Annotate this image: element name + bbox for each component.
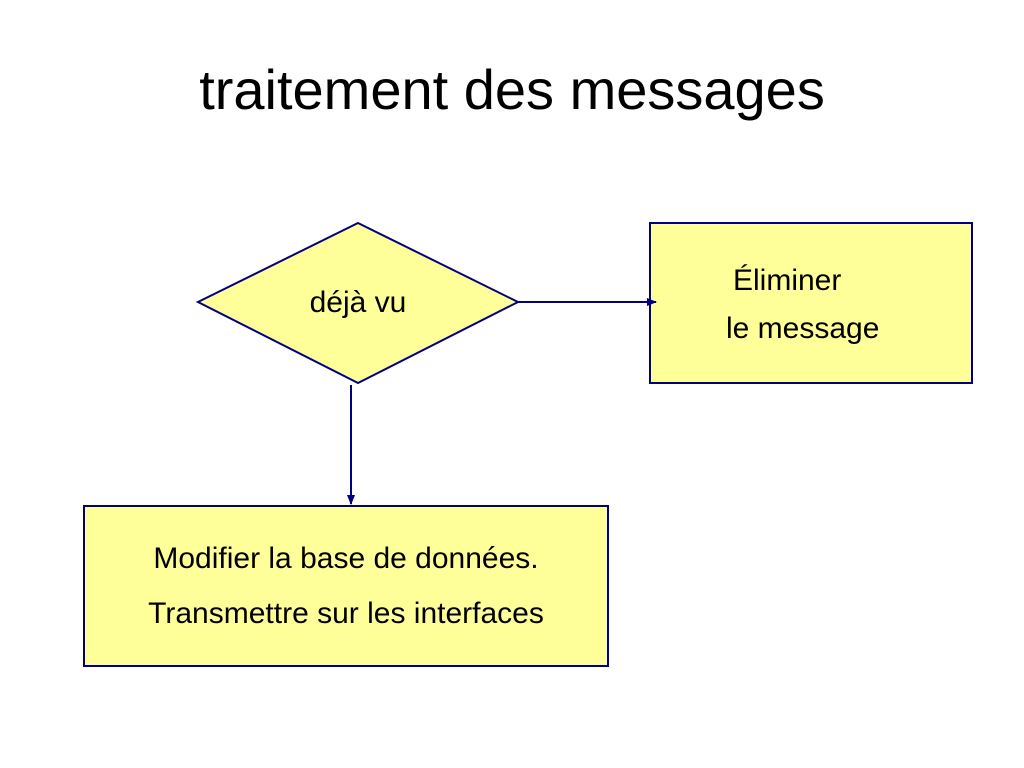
eliminate-label-line1: Éliminer xyxy=(733,264,842,297)
eliminate-label-line2: le message xyxy=(726,312,880,345)
slide-title: traitement des messages xyxy=(199,58,825,121)
decision-diamond xyxy=(195,221,521,385)
decision-label: déjà vu xyxy=(309,286,407,319)
action-label-line1: Modifier la base de données. xyxy=(153,542,539,575)
eliminate-box xyxy=(649,222,973,384)
action-label-line2: Transmettre sur les interfaces xyxy=(148,597,544,630)
action-box xyxy=(83,505,609,667)
